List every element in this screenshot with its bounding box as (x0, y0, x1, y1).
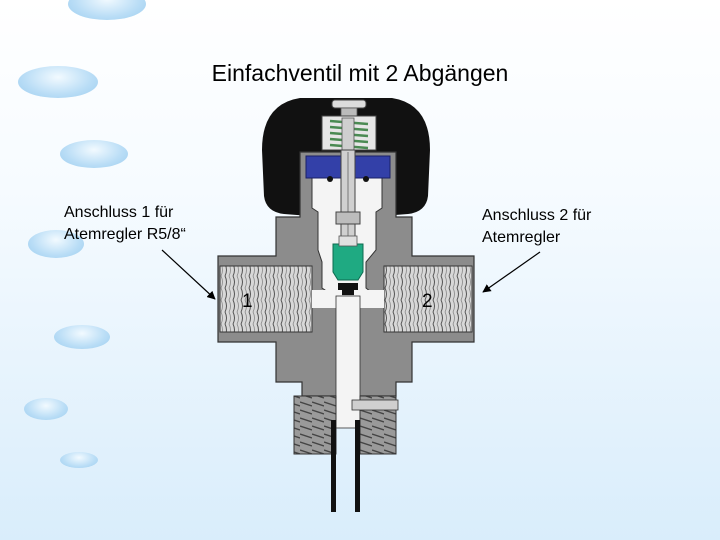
neck-inner-ring (351, 399, 399, 411)
decorative-bubble (54, 325, 110, 349)
valve-seat (338, 283, 358, 295)
label-anschluss-2-line1: Anschluss 2 für (482, 207, 592, 224)
decorative-bubble (60, 452, 98, 468)
nut-bolt (363, 176, 369, 182)
decorative-bubble (60, 140, 128, 168)
arrow-to-port-1 (161, 249, 216, 300)
knob-screw-shank (340, 107, 358, 117)
spindle-collar (335, 211, 361, 225)
port-2-bore (354, 290, 384, 308)
spindle-top (341, 117, 355, 153)
label-anschluss-2: Anschluss 2 für Atemregler (482, 205, 591, 249)
port-1-thread (219, 265, 313, 333)
nut-bolt (327, 176, 333, 182)
port-2-number: 2 (422, 291, 433, 312)
riser-tube-right (355, 420, 360, 512)
decorative-bubble (28, 230, 84, 258)
decorative-bubble (18, 66, 98, 98)
neck-thread-left (293, 395, 337, 455)
label-anschluss-1: Anschluss 1 für Atemregler R5/8“ (64, 202, 186, 246)
label-anschluss-2-line2: Atemregler (482, 229, 561, 246)
port-2-thread (383, 265, 473, 333)
valve-seal (332, 243, 364, 281)
arrow-to-port-2 (482, 251, 541, 293)
riser-tube-left (331, 420, 336, 512)
label-anschluss-1-line2: Atemregler R5/8“ (64, 226, 186, 243)
port-1-number: 1 (242, 291, 253, 312)
port-1-bore (312, 290, 342, 308)
slide-title: Einfachventil mit 2 Abgängen (211, 60, 509, 86)
decorative-bubble (24, 398, 68, 420)
decorative-bubble (68, 0, 146, 20)
label-anschluss-1-line1: Anschluss 1 für (64, 204, 174, 221)
seal-cap (338, 235, 358, 247)
knob-screw-head (331, 99, 367, 109)
